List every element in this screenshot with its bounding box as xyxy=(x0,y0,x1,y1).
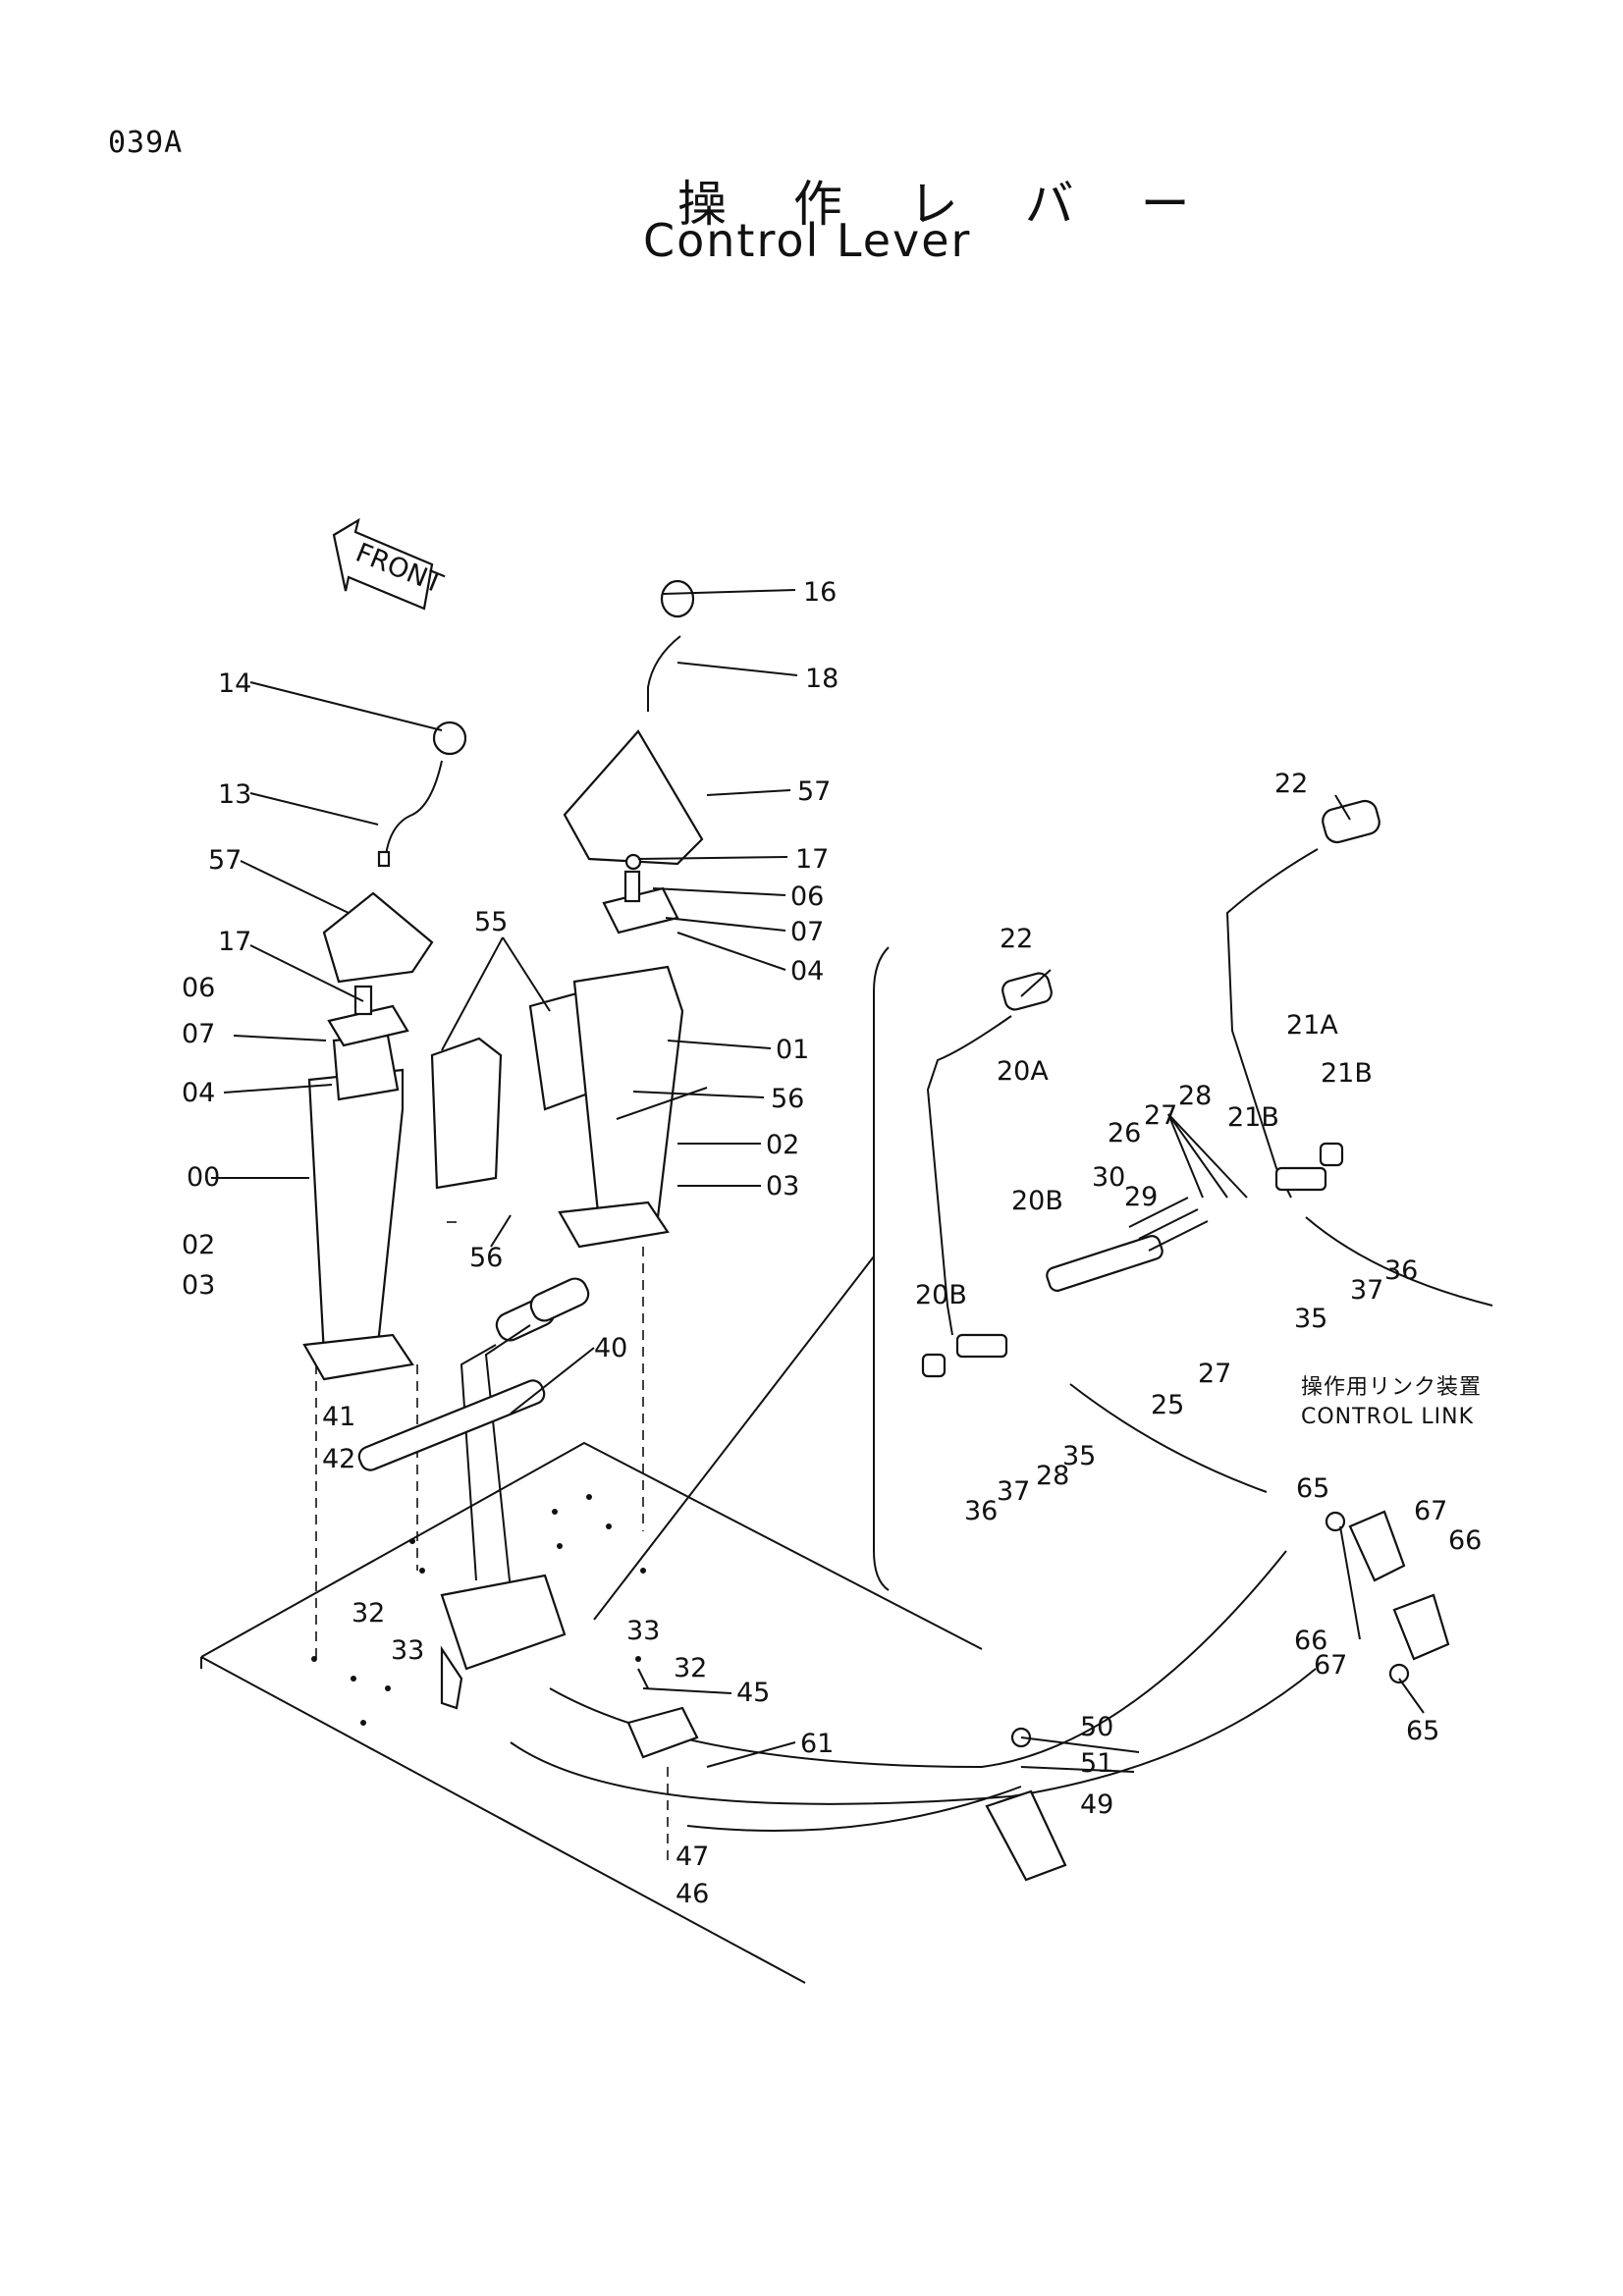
callout-label: 32 xyxy=(674,1653,707,1683)
callout-label: 20B xyxy=(915,1280,967,1310)
callout-label: 66 xyxy=(1448,1525,1482,1556)
callout-label: 14 xyxy=(218,668,251,699)
callout-label: 32 xyxy=(352,1598,385,1629)
callout-label: 33 xyxy=(391,1635,424,1666)
assembly-guide-lines xyxy=(315,1221,669,1865)
callout-label: 13 xyxy=(218,779,251,810)
callout-label: 22 xyxy=(1000,924,1033,954)
page-title-en: Control Lever xyxy=(643,214,972,267)
callout-label: 66 xyxy=(1294,1626,1327,1656)
callout-label: 65 xyxy=(1296,1473,1329,1504)
control-link-note-en: CONTROL LINK xyxy=(1301,1405,1474,1429)
bracket-and-pedal xyxy=(626,1706,1067,1882)
callout-label: 30 xyxy=(1092,1162,1125,1193)
callout-label: 50 xyxy=(1080,1712,1113,1742)
callout-label: 17 xyxy=(218,927,251,957)
callout-label: 55 xyxy=(474,907,508,937)
callout-labels: 16 18 57 17 06 07 04 01 56 02 03 14 13 5… xyxy=(182,577,1482,1909)
callout-label: 21A xyxy=(1286,1010,1338,1041)
front-arrow-icon: FRONT xyxy=(332,517,448,611)
callout-label: 57 xyxy=(797,776,831,807)
inset-pointer xyxy=(593,1255,875,1621)
callout-label: 65 xyxy=(1406,1716,1439,1746)
callout-label: 67 xyxy=(1314,1650,1347,1681)
callout-label: 37 xyxy=(1350,1275,1383,1306)
callout-label: 37 xyxy=(997,1476,1030,1507)
callout-label: 42 xyxy=(322,1444,355,1474)
callout-label: 27 xyxy=(1144,1100,1177,1131)
callout-label: 21B xyxy=(1321,1058,1373,1089)
callout-label: 20A xyxy=(997,1056,1049,1087)
inset-bracket xyxy=(873,946,890,1591)
floor-plate xyxy=(200,1441,983,1984)
callout-label: 07 xyxy=(790,917,824,947)
callout-label: 35 xyxy=(1062,1441,1096,1471)
callout-label: 03 xyxy=(766,1171,799,1201)
callout-label: 04 xyxy=(182,1078,215,1108)
control-link-note-jp: 操作用リンク装置 xyxy=(1301,1375,1482,1400)
callout-label: 01 xyxy=(776,1035,809,1065)
callout-label: 49 xyxy=(1080,1789,1113,1820)
callout-label: 35 xyxy=(1294,1304,1327,1334)
left-control-stand xyxy=(302,891,434,1381)
callout-label: 25 xyxy=(1151,1390,1184,1420)
callout-label: 57 xyxy=(208,845,242,876)
callout-label: 51 xyxy=(1080,1748,1113,1779)
callout-label: 02 xyxy=(766,1130,799,1160)
callout-label: 02 xyxy=(182,1230,215,1260)
callout-label: 17 xyxy=(795,844,829,875)
callout-label: 36 xyxy=(964,1496,998,1526)
callout-label: 29 xyxy=(1124,1182,1158,1212)
callout-label: 06 xyxy=(790,881,824,912)
callout-label: 04 xyxy=(790,956,824,987)
callout-label: 21B xyxy=(1227,1102,1279,1133)
callout-label: 28 xyxy=(1178,1081,1212,1111)
callout-label: 27 xyxy=(1198,1359,1231,1389)
callout-label: 26 xyxy=(1108,1118,1141,1148)
callout-label: 22 xyxy=(1274,769,1308,799)
callout-label: 16 xyxy=(803,577,837,608)
callout-label: 33 xyxy=(626,1616,660,1646)
page-title-jp: 操 作 レ バ ー xyxy=(677,176,1216,233)
callout-label: 28 xyxy=(1036,1461,1069,1491)
callout-label: 06 xyxy=(182,973,215,1003)
control-cables xyxy=(510,1550,1317,1832)
callout-label: 07 xyxy=(182,1019,215,1049)
page-code: 039A xyxy=(108,126,184,160)
inset-control-link xyxy=(1325,1510,1450,1684)
callout-label: 56 xyxy=(771,1084,804,1114)
lower-lever-assembly xyxy=(357,1277,590,1710)
inset-lever-21a xyxy=(1046,799,1493,1493)
callout-label: 56 xyxy=(469,1243,503,1273)
callout-label: 00 xyxy=(187,1162,220,1193)
callout-label: 36 xyxy=(1384,1255,1418,1286)
callout-label: 45 xyxy=(736,1678,770,1708)
callout-label: 18 xyxy=(805,664,839,694)
inset-lever-20a xyxy=(921,972,1053,1378)
right-control-stand xyxy=(558,579,704,1249)
leader-lines xyxy=(211,589,1425,1773)
left-lever xyxy=(377,721,467,868)
callout-label: 61 xyxy=(800,1729,834,1759)
callout-label: 40 xyxy=(594,1333,627,1363)
callout-label: 47 xyxy=(676,1842,709,1872)
callout-label: 41 xyxy=(322,1402,355,1432)
callout-label: 46 xyxy=(676,1879,709,1909)
callout-label: 20B xyxy=(1011,1186,1063,1216)
callout-label: 67 xyxy=(1414,1496,1447,1526)
callout-label: 03 xyxy=(182,1270,215,1301)
